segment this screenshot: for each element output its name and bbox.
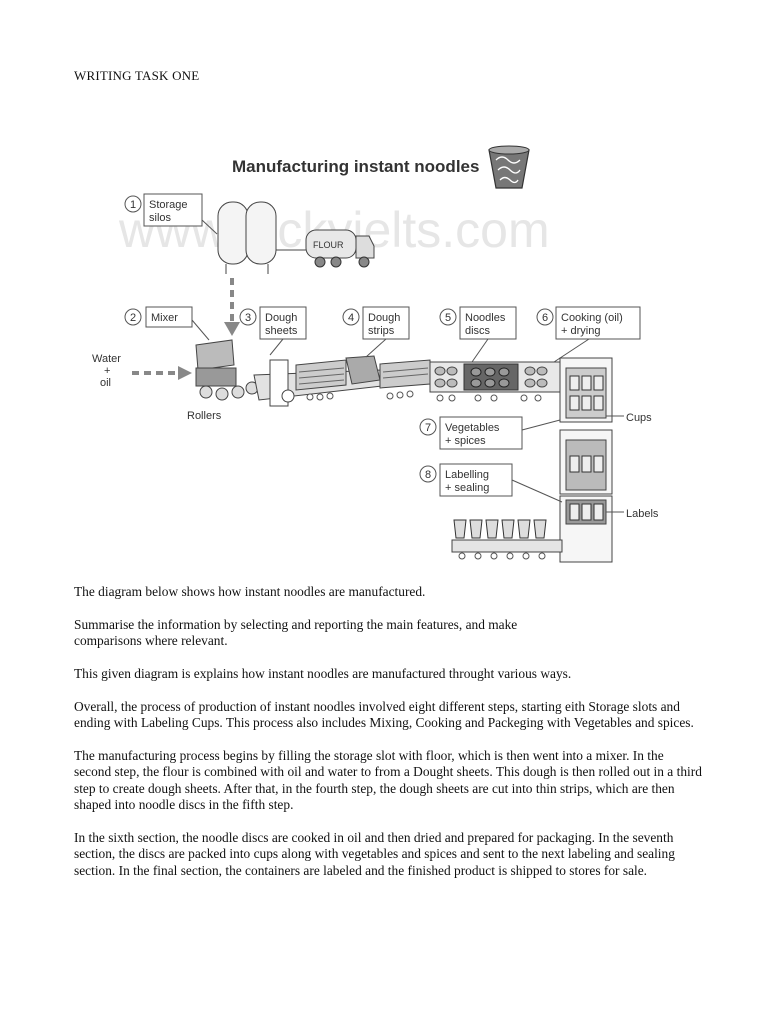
svg-text:8: 8 <box>425 469 431 481</box>
task-instruction: Summarise the information by selecting a… <box>74 616 518 649</box>
svg-text:sheets: sheets <box>265 325 298 337</box>
svg-text:Dough: Dough <box>265 312 297 324</box>
essay-overview: Overall, the process of production of in… <box>74 698 694 731</box>
flour-truck: FLOUR <box>305 229 375 268</box>
step-6-label: 6 Cooking (oil) + drying <box>536 306 641 363</box>
diagram-title: Manufacturing instant noodles <box>232 157 479 176</box>
water-oil-input: Water + oil <box>92 353 192 389</box>
svg-text:+ sealing: + sealing <box>445 482 489 494</box>
svg-text:silos: silos <box>149 212 172 224</box>
svg-text:Noodles: Noodles <box>465 312 506 324</box>
step-8-label: 8 Labelling + sealing <box>419 463 563 503</box>
svg-text:discs: discs <box>465 325 491 337</box>
rollers-label: Rollers <box>187 410 222 422</box>
svg-text:Vegetables: Vegetables <box>445 422 500 434</box>
svg-text:+ drying: + drying <box>561 325 600 337</box>
svg-text:6: 6 <box>542 312 548 324</box>
svg-text:Water: Water <box>92 353 121 365</box>
finished-cups-conveyor <box>451 519 563 560</box>
step-4-label: 4 Dough strips <box>342 306 410 358</box>
noodle-cup-icon <box>488 145 530 189</box>
svg-text:strips: strips <box>368 325 395 337</box>
svg-text:Cooking (oil): Cooking (oil) <box>561 312 623 324</box>
svg-text:Labelling: Labelling <box>445 469 489 481</box>
essay-text: The diagram below shows how instant nood… <box>74 584 704 879</box>
page-heading: WRITING TASK ONE <box>74 68 200 83</box>
essay-body-1: The manufacturing process begins by fill… <box>74 748 702 813</box>
dough-conveyor <box>253 355 435 407</box>
manufacturing-diagram: www.luckyielts.com Manufacturing instant… <box>84 140 684 565</box>
mixer-machine <box>195 339 259 401</box>
step-1-label: 1 Storage silos <box>124 193 218 235</box>
svg-text:Dough: Dough <box>368 312 400 324</box>
svg-text:2: 2 <box>130 312 136 324</box>
cup-filling-machine <box>559 357 613 563</box>
step-7-label: 7 Vegetables + spices <box>419 416 561 450</box>
step-2-label: 2 Mixer <box>124 306 210 341</box>
svg-text:7: 7 <box>425 422 431 434</box>
storage-silos <box>217 201 306 274</box>
svg-text:+ spices: + spices <box>445 435 486 447</box>
svg-text:FLOUR: FLOUR <box>313 240 344 250</box>
svg-text:Storage: Storage <box>149 199 188 211</box>
noodle-disc-conveyor <box>429 361 561 402</box>
step-5-label: 5 Noodles discs <box>439 306 517 363</box>
svg-text:4: 4 <box>348 312 354 324</box>
svg-text:+: + <box>104 365 110 377</box>
svg-text:oil: oil <box>100 377 111 389</box>
essay-intro: This given diagram is explains how insta… <box>74 666 572 681</box>
svg-text:3: 3 <box>245 312 251 324</box>
svg-text:1: 1 <box>130 199 136 211</box>
svg-text:Mixer: Mixer <box>151 312 178 324</box>
task-prompt: The diagram below shows how instant nood… <box>74 584 426 599</box>
cups-label: Cups <box>626 412 652 424</box>
svg-text:5: 5 <box>445 312 451 324</box>
essay-body-2: In the sixth section, the noodle discs a… <box>74 830 675 878</box>
labels-label: Labels <box>626 508 659 520</box>
step-3-label: 3 Dough sheets <box>239 306 307 356</box>
